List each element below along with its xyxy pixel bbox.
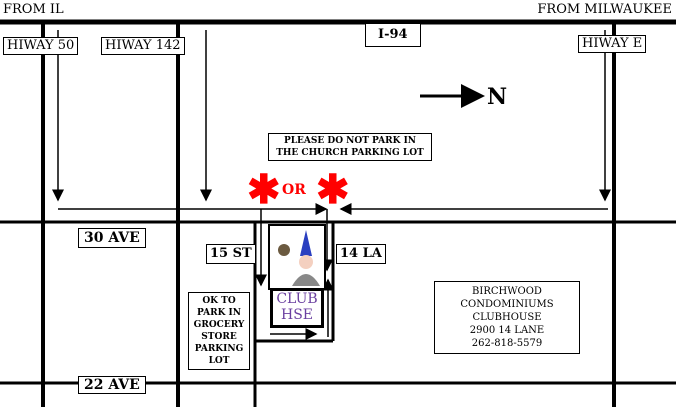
wizard-image <box>268 224 326 290</box>
15-st-label: 15 ST <box>206 244 256 264</box>
hiway50-label: HIWAY 50 <box>3 37 79 55</box>
star-marker: ✱ <box>316 166 350 213</box>
hiwaye-label: HIWAY E <box>578 35 647 53</box>
from-milwaukee-label: FROM MILWAUKEE <box>537 2 672 17</box>
north-label: N <box>487 84 508 110</box>
14-la-label: 14 LA <box>336 244 386 264</box>
hiway142-label: HIWAY 142 <box>101 37 185 55</box>
or-label: OR <box>282 182 306 198</box>
30-ave-label: 30 AVE <box>78 228 146 248</box>
from-il-label: FROM IL <box>3 2 64 17</box>
22-ave-label: 22 AVE <box>78 376 146 394</box>
star-marker: ✱ <box>247 166 281 213</box>
i94-label: I-94 <box>365 23 421 47</box>
